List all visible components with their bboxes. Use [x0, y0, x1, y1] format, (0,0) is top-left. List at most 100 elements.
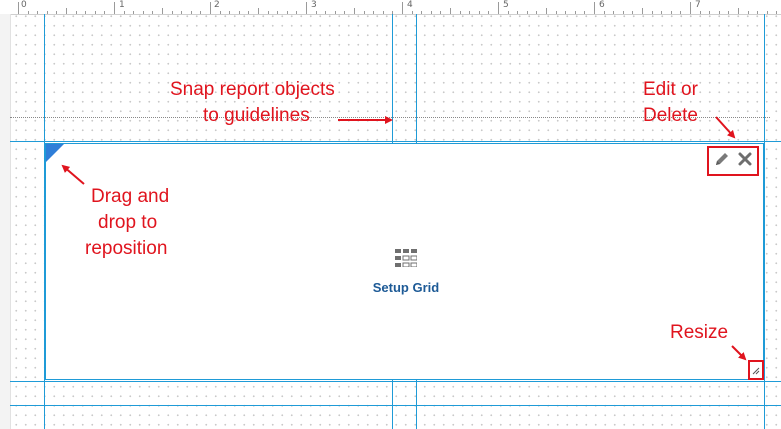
annotation-snap-line1: Snap report objects [170, 79, 335, 100]
ruler-tick [709, 11, 711, 14]
annotation-edit-line1: Edit or [643, 79, 698, 100]
ruler-tick [315, 11, 317, 14]
ruler-tick [661, 11, 663, 14]
ruler-tick [200, 11, 202, 14]
vertical-ruler [0, 14, 11, 429]
ruler-tick [574, 11, 576, 14]
ruler-tick [766, 11, 768, 14]
ruler-tick [430, 11, 432, 14]
setup-grid-button[interactable]: Setup Grid [366, 249, 446, 295]
ruler-tick [632, 11, 634, 14]
ruler-tick [114, 2, 115, 14]
ruler-tick [776, 11, 778, 14]
ruler-tick [498, 2, 499, 14]
ruler-tick [382, 11, 384, 14]
ruler-tick [354, 8, 355, 14]
annotation-drag-line1: Drag and [91, 186, 170, 207]
ruler-tick [459, 11, 461, 14]
ruler-tick [171, 11, 173, 14]
ruler-tick [334, 11, 336, 14]
ruler-tick [536, 11, 538, 14]
ruler-tick [363, 11, 365, 14]
ruler-mark: 5 [503, 0, 509, 10]
ruler-tick [27, 11, 29, 14]
ruler-tick [680, 11, 682, 14]
ruler-tick [747, 11, 749, 14]
annotation-drag-line2: drop to [98, 212, 158, 233]
setup-grid-label: Setup Grid [372, 280, 440, 295]
ruler-mark: 2 [214, 0, 220, 10]
ruler-tick [718, 11, 720, 14]
resize-arrow [731, 345, 747, 361]
ruler-tick [296, 11, 298, 14]
ruler-tick [210, 2, 211, 14]
guideline-horizontal[interactable] [10, 141, 781, 142]
ruler-tick [594, 2, 595, 14]
guideline-vertical[interactable] [44, 14, 45, 429]
ruler-mark: 6 [599, 0, 605, 10]
pencil-icon[interactable] [713, 150, 731, 173]
ruler-tick [56, 11, 58, 14]
ruler-tick [181, 11, 183, 14]
ruler-tick [392, 11, 394, 14]
close-icon[interactable] [737, 151, 753, 172]
ruler-mark: 7 [695, 0, 701, 10]
ruler-tick [325, 11, 327, 14]
ruler-tick [555, 11, 557, 14]
ruler-tick [622, 11, 624, 14]
ruler-tick [219, 11, 221, 14]
ruler-tick [18, 2, 19, 14]
ruler-tick [238, 11, 240, 14]
ruler-tick [526, 11, 528, 14]
ruler-tick [306, 2, 307, 14]
ruler-tick [94, 11, 96, 14]
guideline-horizontal[interactable] [10, 381, 781, 382]
ruler-mark: 1 [119, 0, 125, 10]
ruler-tick [699, 11, 701, 14]
ruler-tick [104, 11, 106, 14]
ruler-tick [190, 11, 192, 14]
ruler-tick [670, 11, 672, 14]
ruler-tick [565, 11, 567, 14]
ruler-tick [584, 11, 586, 14]
guideline-vertical[interactable] [764, 14, 765, 429]
ruler-tick [651, 11, 653, 14]
resize-highlight [748, 360, 764, 380]
ruler-tick [66, 8, 67, 14]
ruler-tick [421, 11, 423, 14]
ruler-tick [450, 8, 451, 14]
ruler-mark: 0 [21, 0, 27, 10]
annotation-drag-line3: reposition [85, 238, 168, 259]
horizontal-ruler: 0 1 2 3 4 5 6 7 [0, 0, 781, 15]
ruler-tick [642, 8, 643, 14]
drag-handle-icon[interactable] [46, 144, 64, 162]
ruler-tick [507, 11, 509, 14]
ruler-tick [258, 8, 259, 14]
guideline-horizontal[interactable] [10, 405, 781, 406]
ruler-tick [37, 11, 39, 14]
ruler-tick [85, 11, 87, 14]
ruler-mark: 4 [407, 0, 413, 10]
edit-arrow [715, 116, 736, 139]
ruler-tick [738, 8, 739, 14]
ruler-tick [142, 11, 144, 14]
grid-report-object[interactable]: Setup Grid [45, 143, 764, 380]
ruler-tick [46, 11, 48, 14]
ruler-tick [152, 11, 154, 14]
ruler-tick [229, 11, 231, 14]
ruler-mark: 3 [311, 0, 317, 10]
ruler-tick [286, 11, 288, 14]
ruler-tick [123, 11, 125, 14]
ruler-tick [603, 11, 605, 14]
ruler-tick [344, 11, 346, 14]
ruler-tick [469, 11, 471, 14]
ruler-tick [757, 11, 759, 14]
ruler-tick [478, 11, 480, 14]
ruler-tick [613, 11, 615, 14]
ruler-tick [277, 11, 279, 14]
ruler-tick [440, 11, 442, 14]
ruler-tick [267, 11, 269, 14]
ruler-tick [546, 8, 547, 14]
resize-grip-icon[interactable] [750, 365, 762, 382]
